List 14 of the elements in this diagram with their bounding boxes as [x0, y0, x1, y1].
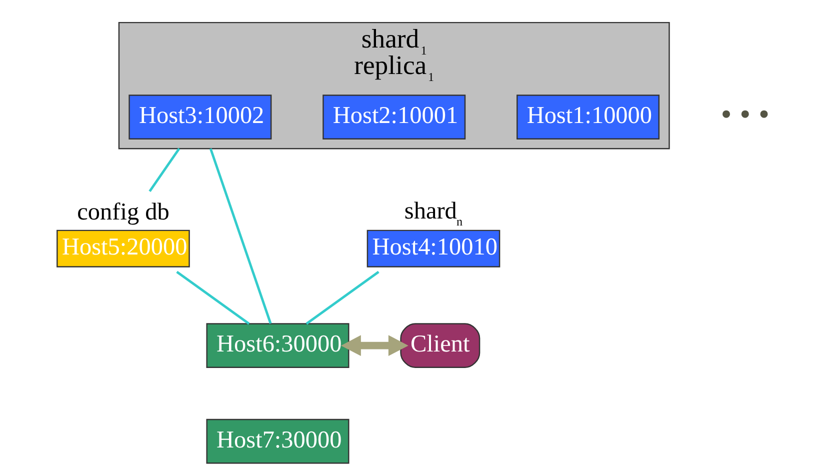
node-box: Host2:10001 — [322, 94, 466, 140]
arrow — [340, 335, 408, 356]
node-box: Host7:30000 — [206, 418, 350, 464]
connector — [209, 148, 272, 324]
connector — [176, 270, 250, 325]
node-box: Host6:30000 — [206, 323, 350, 368]
node-box: Client — [400, 323, 480, 368]
connector — [148, 148, 180, 192]
node-label: config db — [77, 198, 170, 226]
node-box: Host3:10002 — [128, 94, 272, 140]
node-box: Host1:10000 — [516, 94, 660, 140]
node-label: shard$_{n}$ — [404, 197, 463, 228]
connector — [306, 270, 380, 325]
label: • • • — [720, 96, 770, 132]
